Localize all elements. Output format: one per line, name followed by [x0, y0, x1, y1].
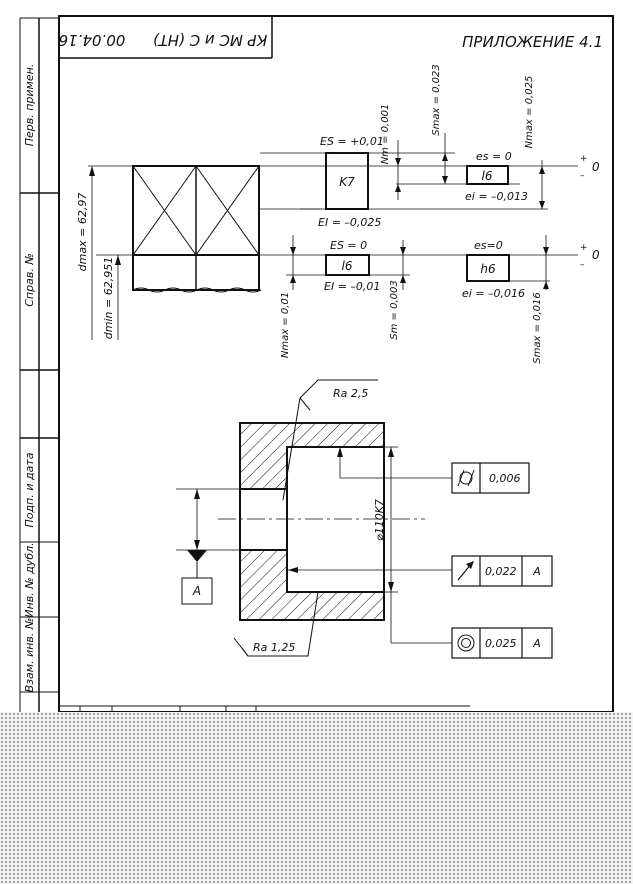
- margin-label-podp-i-data: Подп. и дата: [23, 452, 36, 527]
- roughness-bottom-label: Ra 1,25: [253, 641, 295, 654]
- concentricity-value: 0,025: [485, 637, 517, 650]
- concentricity-icon: [457, 634, 475, 652]
- lower-shaft-es: es=0: [474, 239, 503, 252]
- datum-label: A: [192, 584, 201, 598]
- lower-smax: Smax = 0,016: [532, 292, 543, 364]
- zero-line-label-lower: 0: [592, 248, 600, 262]
- upper-hole-ei: EI = –0,025: [318, 216, 381, 229]
- upper-nmax: Nmax = 0,025: [524, 76, 535, 149]
- zero-line-minus-upper: –: [580, 171, 585, 181]
- lower-shaft-ei: ei = –0,016: [462, 287, 525, 300]
- roughness-top-label: Ra 2,5: [333, 387, 368, 400]
- runout-datum: A: [532, 565, 541, 578]
- doc-code: КР МС и С (НТ): [153, 31, 268, 49]
- cylindricity-value: 0,006: [489, 472, 521, 485]
- lower-hole-ei: EI = –0,01: [324, 280, 380, 293]
- upper-smax: Smax = 0,023: [431, 64, 442, 136]
- zero-line-minus-lower: –: [580, 260, 585, 270]
- lower-hole-es: ES = 0: [330, 239, 367, 252]
- upper-hole-es: ES = +0,01: [320, 135, 384, 148]
- upper-shaft-label: l6: [482, 169, 493, 183]
- margin-label-perv-primen: Перв. примен.: [23, 64, 36, 147]
- lower-nmax: Nmax = 0,01: [280, 292, 291, 358]
- tolerance-diagram: [88, 133, 578, 340]
- lower-shaft-label: h6: [480, 262, 496, 276]
- upper-shaft-ei: ei = –0,013: [465, 190, 528, 203]
- zero-line-label-upper: 0: [592, 160, 600, 174]
- runout-value: 0,022: [485, 565, 517, 578]
- zero-line-plus-upper: +: [580, 154, 588, 164]
- lower-sm: Sm = 0,003: [389, 280, 400, 339]
- upper-hole-label: K7: [339, 175, 355, 189]
- concentricity-datum: A: [532, 637, 541, 650]
- dmax-label: dmax = 62,97: [76, 193, 89, 272]
- margin-label-sprav-no: Справ. №: [23, 253, 36, 307]
- margin-label-inv-no-dubl: Инв. № дубл.: [23, 542, 36, 617]
- upper-shaft-es: es = 0: [476, 150, 512, 163]
- dmin-label: dmin = 62,951: [102, 257, 115, 339]
- upper-nm: Nm = 0,001: [380, 104, 391, 165]
- appendix-title: ПРИЛОЖЕНИЕ 4.1: [462, 33, 603, 51]
- lower-hole-label: l6: [342, 259, 353, 273]
- runout-icon: [457, 561, 474, 581]
- date-code: 00.04.16: [59, 31, 126, 49]
- scan-halftone-band: [0, 712, 633, 884]
- zero-line-plus-lower: +: [580, 243, 588, 253]
- margin-label-vzam-inv-no: Взам. инв. №: [23, 618, 36, 693]
- diameter-label: ⌀110K7: [373, 499, 386, 541]
- feature-frames: [451, 462, 553, 659]
- cylindricity-icon: [457, 469, 475, 487]
- part-section: [176, 379, 452, 657]
